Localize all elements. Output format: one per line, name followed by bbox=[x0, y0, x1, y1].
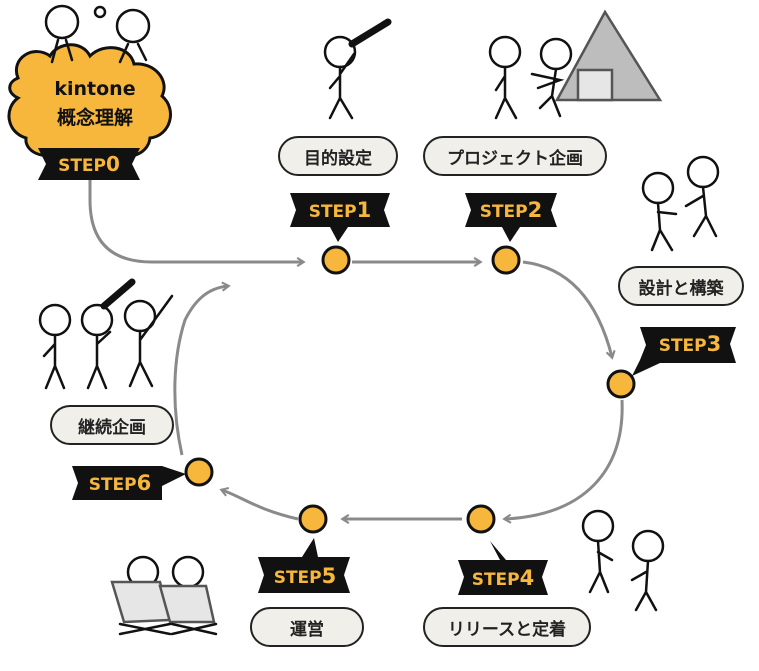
cycle-connectors bbox=[88, 170, 624, 521]
connector-step0-to-step1 bbox=[88, 170, 303, 262]
svg-text:STEP4: STEP4 bbox=[472, 566, 535, 590]
connector-step2-to-step3 bbox=[522, 260, 612, 357]
step0-subtitle: 概念理解 bbox=[56, 107, 133, 129]
step1-tag: STEP1 bbox=[290, 193, 390, 242]
step0-cloud bbox=[7, 43, 172, 162]
step4-pill: リリースと定着 bbox=[423, 607, 591, 647]
svg-text:STEP0: STEP0 bbox=[58, 152, 120, 176]
svg-text:STEP2: STEP2 bbox=[480, 198, 543, 222]
step2-node bbox=[491, 245, 521, 275]
step2-planning-illustration bbox=[488, 9, 663, 120]
step4-release-illustration bbox=[581, 509, 665, 612]
step2-tag: STEP2 bbox=[465, 193, 557, 242]
step4-node bbox=[466, 504, 496, 534]
step6-continue-illustration bbox=[38, 278, 174, 390]
connector-step6-to-step1 bbox=[173, 286, 228, 456]
step4-tag: STEP4 bbox=[458, 541, 548, 595]
step-tags: STEP0 STEP1 STEP2 STEP3 STEP4 STEP5 STEP… bbox=[38, 148, 736, 595]
svg-text:STEP3: STEP3 bbox=[659, 332, 722, 356]
step5-operation-illustration bbox=[110, 555, 218, 636]
step5-tag: STEP5 bbox=[258, 538, 350, 593]
step3-tag: STEP3 bbox=[632, 327, 736, 376]
step6-tag: STEP6 bbox=[72, 466, 186, 500]
step6-node bbox=[184, 457, 214, 487]
step3-node bbox=[606, 369, 636, 399]
step5-node bbox=[298, 504, 328, 534]
svg-text:STEP5: STEP5 bbox=[274, 564, 337, 588]
step3-build-illustration bbox=[641, 155, 720, 252]
illustrations bbox=[38, 4, 720, 636]
step0-figures-illustration bbox=[44, 4, 151, 64]
step0-tag: STEP0 bbox=[38, 148, 140, 180]
connector-step3-to-step4 bbox=[505, 399, 624, 519]
connector-step5-to-step6 bbox=[222, 490, 299, 521]
step5-pill: 運営 bbox=[250, 607, 364, 647]
svg-text:STEP1: STEP1 bbox=[309, 198, 372, 222]
step-nodes bbox=[184, 245, 636, 534]
svg-text:STEP6: STEP6 bbox=[89, 471, 152, 495]
step6-pill: 継続企画 bbox=[50, 405, 174, 445]
step2-pill: プロジェクト企画 bbox=[423, 136, 607, 176]
step1-telescope-illustration bbox=[323, 18, 392, 120]
step1-node bbox=[321, 245, 351, 275]
step3-pill: 設計と構築 bbox=[618, 266, 744, 306]
step0-title: kintone bbox=[54, 78, 136, 100]
step1-pill: 目的設定 bbox=[278, 136, 398, 176]
